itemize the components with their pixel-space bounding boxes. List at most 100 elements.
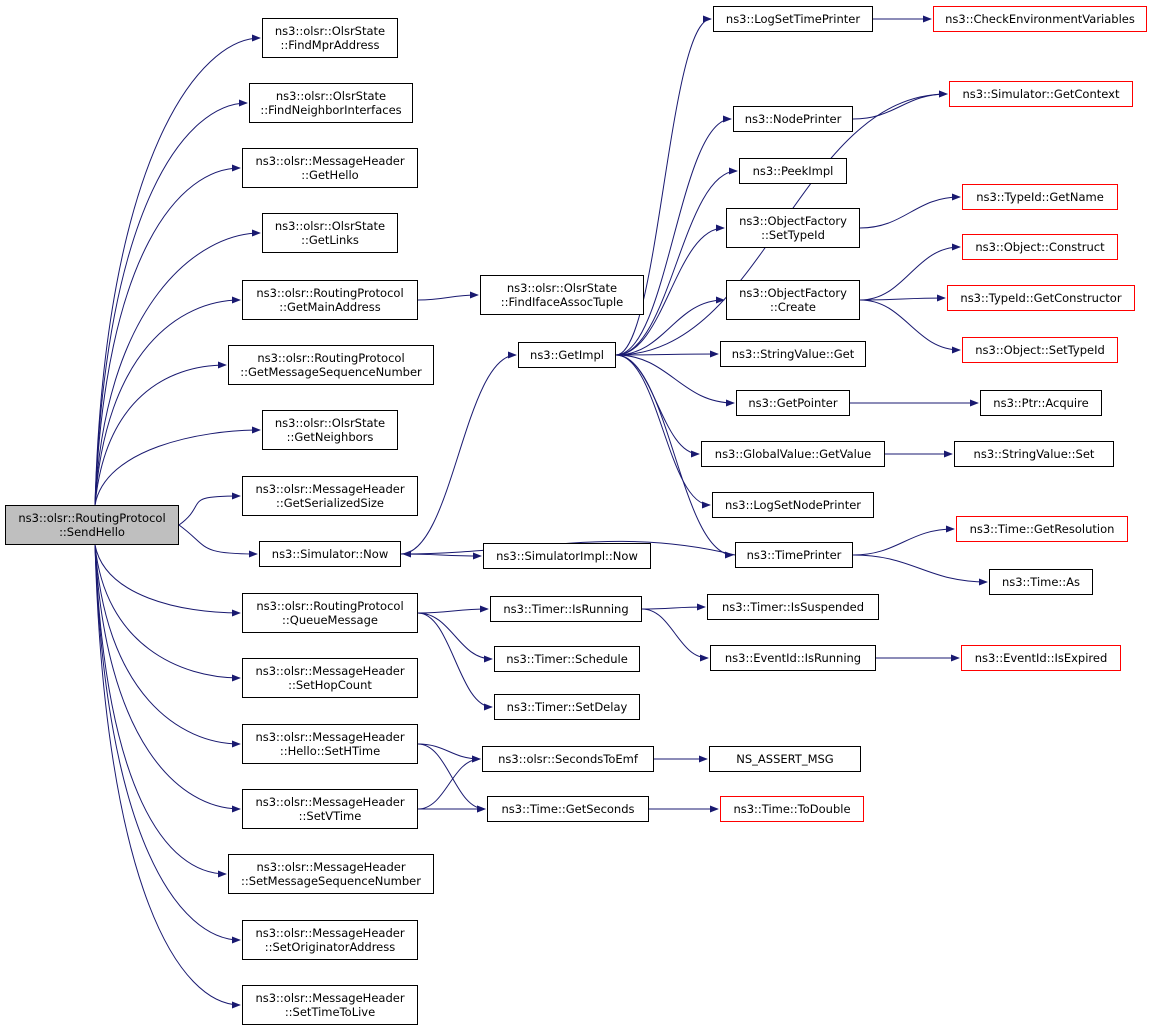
node-sethtime[interactable]: ns3::olsr::MessageHeader::Hello::SetHTim… [242,724,418,764]
node-getneighbors[interactable]: ns3::olsr::OlsrState::GetNeighbors [262,410,398,450]
node-label: ns3::EventId::IsExpired [974,651,1108,665]
edge-queuemsg-to-timerisrunning [417,605,489,614]
node-root[interactable]: ns3::olsr::RoutingProtocol::SendHello [5,505,179,545]
node-label: ::SetTypeId [761,228,825,242]
node-label: ::SendHello [59,525,125,539]
edge-getmainaddr-to-findiface [417,291,479,301]
node-getmsgseq[interactable]: ns3::olsr::RoutingProtocol::GetMessageSe… [228,345,434,385]
node-setttl[interactable]: ns3::olsr::MessageHeader::SetTimeToLive [242,985,418,1025]
node-label: ::SetVTime [298,809,362,823]
node-timegetres[interactable]: ns3::Time::GetResolution [956,516,1128,542]
node-logsettimeprinter[interactable]: ns3::LogSetTimePrinter [713,6,873,32]
edge-getimpl-to-peekimpl [615,167,738,356]
edge-nodeprinter-to-simgetcontext [852,90,948,120]
node-label: ns3::olsr::RoutingProtocol [18,511,166,525]
edge-getimpl-to-ofsettypeid [615,224,725,356]
node-timeas[interactable]: ns3::Time::As [989,569,1093,595]
edge-ofsettypeid-to-typeidgetname [859,193,961,229]
node-typeidgetctor[interactable]: ns3::TypeId::GetConstructor [947,285,1135,311]
node-label: ns3::StringValue::Get [731,347,855,361]
node-simgetcontext[interactable]: ns3::Simulator::GetContext [949,81,1133,107]
node-timegetseconds[interactable]: ns3::Time::GetSeconds [487,796,649,822]
node-objconstruct[interactable]: ns3::Object::Construct [962,234,1118,260]
node-eventidisrunning[interactable]: ns3::EventId::IsRunning [710,645,876,671]
edge-root-to-getneighbors [94,426,261,506]
node-label: ns3::olsr::MessageHeader [255,991,405,1005]
node-secondstoemf[interactable]: ns3::olsr::SecondsToEmf [482,746,654,772]
node-peekimpl[interactable]: ns3::PeekImpl [739,158,847,184]
node-objsettypeid[interactable]: ns3::Object::SetTypeId [962,337,1118,363]
node-label: ns3::olsr::RoutingProtocol [256,286,404,300]
node-label: ::GetMainAddress [279,300,381,314]
node-label: ns3::olsr::OlsrState [506,281,618,295]
node-queuemsg[interactable]: ns3::olsr::RoutingProtocol::QueueMessage [242,593,418,633]
node-setvtime[interactable]: ns3::olsr::MessageHeader::SetVTime [242,789,418,829]
node-setorig[interactable]: ns3::olsr::MessageHeader::SetOriginatorA… [242,920,418,960]
node-label: ns3::Time::GetResolution [969,522,1115,536]
node-getserialized[interactable]: ns3::olsr::MessageHeader::GetSerializedS… [242,476,418,516]
edge-getimpl-to-getpointer [615,354,735,407]
node-timetodouble[interactable]: ns3::Time::ToDouble [720,796,864,822]
node-findmpr[interactable]: ns3::olsr::OlsrState::FindMprAddress [262,18,398,58]
node-nsassertmsg[interactable]: NS_ASSERT_MSG [709,746,861,772]
node-label: ns3::LogSetNodePrinter [724,498,862,512]
node-label: ns3::ObjectFactory [739,286,847,300]
node-getlinks[interactable]: ns3::olsr::OlsrState::GetLinks [262,213,398,253]
node-simimplnow[interactable]: ns3::SimulatorImpl::Now [483,543,651,569]
node-label: ns3::Time::As [1001,575,1081,589]
node-label: ns3::GlobalValue::GetValue [714,447,872,461]
node-label: ns3::olsr::MessageHeader [255,926,405,940]
node-getimpl[interactable]: ns3::GetImpl [518,342,616,368]
node-label: ns3::TypeId::GetName [976,190,1104,204]
node-nodeprinter[interactable]: ns3::NodePrinter [733,106,853,132]
node-timeprinter[interactable]: ns3::TimePrinter [735,542,853,568]
edge-root-to-getlinks [94,229,261,506]
node-setmsgseq[interactable]: ns3::olsr::MessageHeader::SetMessageSequ… [228,854,434,894]
node-label: NS_ASSERT_MSG [736,752,834,766]
node-findiface[interactable]: ns3::olsr::OlsrState::FindIfaceAssocTupl… [480,275,644,315]
node-label: ::GetLinks [301,233,359,247]
node-timerisrunning[interactable]: ns3::Timer::IsRunning [490,596,642,622]
node-label: ::QueueMessage [282,613,378,627]
node-label: ns3::olsr::MessageHeader [255,795,405,809]
node-getmainaddr[interactable]: ns3::olsr::RoutingProtocol::GetMainAddre… [242,280,418,320]
node-sethopcount[interactable]: ns3::olsr::MessageHeader::SetHopCount [242,658,418,698]
node-gethello[interactable]: ns3::olsr::MessageHeader::GetHello [242,148,418,188]
node-typeidgetname[interactable]: ns3::TypeId::GetName [962,184,1118,210]
node-label: ns3::TimePrinter [746,548,842,562]
node-label: ns3::StringValue::Set [973,447,1095,461]
node-eventidisexpired[interactable]: ns3::EventId::IsExpired [961,645,1121,671]
node-timerissuspended[interactable]: ns3::Timer::IsSuspended [707,594,879,620]
edge-queuemsg-to-timerschedule [417,612,493,663]
node-label: ::Create [770,300,816,314]
node-ptracquire[interactable]: ns3::Ptr::Acquire [980,390,1102,416]
node-stringvalueget[interactable]: ns3::StringValue::Get [720,341,866,367]
node-label: ns3::olsr::SecondsToEmf [498,752,638,766]
edge-timeprinter-to-timeas [852,554,988,586]
node-label: ns3::olsr::MessageHeader [255,730,405,744]
edge-root-to-gethello [94,164,241,506]
node-getpointer[interactable]: ns3::GetPointer [736,390,850,416]
node-timerschedule[interactable]: ns3::Timer::Schedule [494,646,640,672]
node-stringvalueset[interactable]: ns3::StringValue::Set [954,441,1114,467]
edge-timeprinter-to-timegetres [852,525,955,556]
node-label: ns3::olsr::OlsrState [274,219,386,233]
edge-root-to-setttl [94,544,241,1009]
node-label: ns3::Timer::IsSuspended [721,600,865,614]
node-findneighif[interactable]: ns3::olsr::OlsrState::FindNeighborInterf… [249,83,413,123]
node-logsetnodeprinter[interactable]: ns3::LogSetNodePrinter [712,492,874,518]
node-gvgetvalue[interactable]: ns3::GlobalValue::GetValue [701,441,885,467]
node-simnow[interactable]: ns3::Simulator::Now [259,541,401,567]
node-label: ns3::GetPointer [748,396,838,410]
node-timersetdelay[interactable]: ns3::Timer::SetDelay [494,694,640,720]
node-checkenv[interactable]: ns3::CheckEnvironmentVariables [933,6,1147,32]
node-ofsettypeid[interactable]: ns3::ObjectFactory::SetTypeId [726,208,860,248]
node-ofcreate[interactable]: ns3::ObjectFactory::Create [726,280,860,320]
edge-root-to-setorig [94,544,241,944]
node-label: ns3::Timer::SetDelay [506,700,628,714]
node-label: ::GetMessageSequenceNumber [240,365,422,379]
edge-root-to-getmsgseq [94,361,227,506]
edge-getimpl-to-nodeprinter [615,115,732,356]
